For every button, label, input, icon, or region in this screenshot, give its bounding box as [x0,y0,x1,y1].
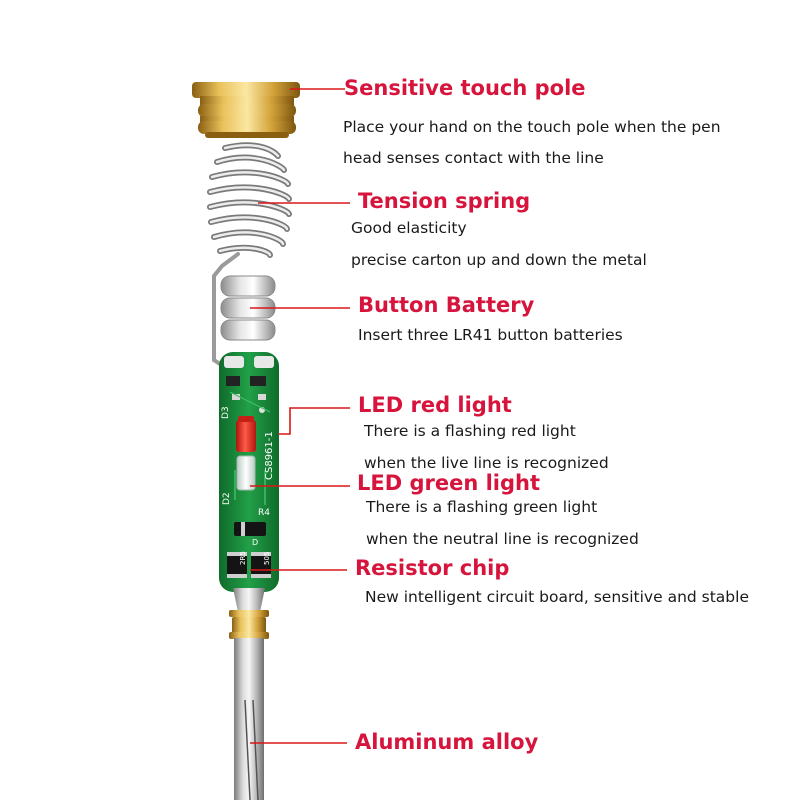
pcb-label-d2: D2 [222,492,232,505]
title-battery: Button Battery [358,293,535,317]
desc-led-green-2: when the neutral line is recognized [366,530,639,548]
pointer-lines [250,88,350,744]
pcb-label-r4: R4 [258,508,270,518]
title-spring: Tension spring [358,189,531,213]
desc-led-green-1: There is a flashing green light [366,498,598,516]
red-led-icon [236,416,256,452]
green-led-icon [236,455,256,491]
spring-wire-icon [212,252,240,370]
desc-spring-1: Good elasticity [351,219,467,237]
pointer-led-red [278,407,350,435]
title-touch-pole: Sensitive touch pole [344,76,586,100]
title-led-green: LED green light [357,471,541,495]
pcb-label-board-code: CS8961-1 [264,431,275,480]
pcb-label-d3: D3 [221,406,231,419]
chip-label-right: 505 [263,552,271,565]
screwdriver-shaft-icon [229,588,269,800]
desc-resistor-1: New intelligent circuit board, sensitive… [365,588,749,606]
desc-led-red-2: when the live line is recognized [364,454,609,472]
desc-battery-1: Insert three LR41 button batteries [358,326,623,344]
chip-label-left: 2R5 [239,551,247,565]
button-battery-icon [220,275,276,341]
title-resistor: Resistor chip [355,556,510,580]
desc-spring-2: precise carton up and down the metal [351,251,647,269]
desc-led-red-1: There is a flashing red light [364,422,576,440]
pcb-label-d: D [252,538,258,547]
title-shaft: Aluminum alloy [355,730,539,754]
resistor-chip-icon: 2R5 505 [227,551,271,578]
title-led-red: LED red light [358,393,512,417]
desc-touch-pole-2: head senses contact with the line [343,149,604,167]
touch-pole-icon [192,82,300,138]
spring-icon [207,142,292,258]
desc-touch-pole-1: Place your hand on the touch pole when t… [343,118,721,136]
